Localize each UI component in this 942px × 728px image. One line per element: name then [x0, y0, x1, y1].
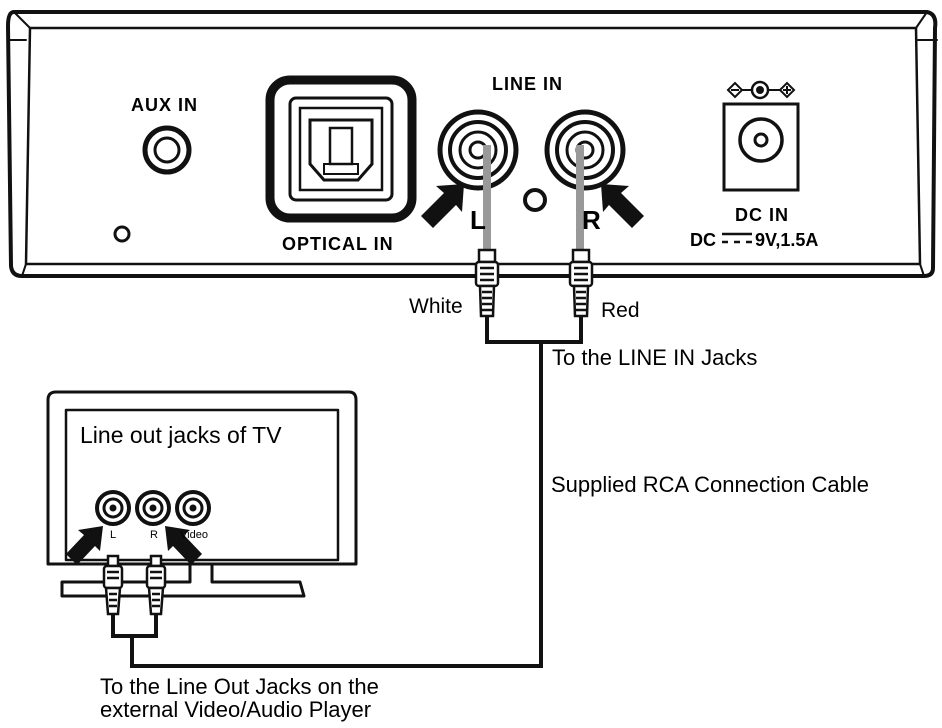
arrow-to-right-jack — [601, 184, 644, 228]
line-in-right-jack — [544, 109, 626, 191]
tv-outer-frame — [46, 390, 358, 566]
left-channel-label: L — [470, 205, 487, 235]
tv-jack-video — [175, 490, 211, 526]
tv-stand — [60, 564, 306, 598]
red-plug-label: Red — [601, 299, 640, 322]
dc-rating-prefix: DC — [690, 230, 716, 250]
line-in-label: LINE IN — [492, 74, 564, 94]
rca-plug-player-right — [145, 554, 167, 616]
dc-polarity-symbol — [726, 80, 796, 100]
tv-jack-l-label: L — [110, 529, 117, 541]
indicator-led — [113, 225, 131, 243]
tv-title: Line out jacks of TV — [80, 422, 282, 448]
dc-in-port — [722, 102, 800, 192]
tv-jack-r-label: R — [150, 529, 158, 541]
dc-rating-value: 9V,1.5A — [755, 230, 819, 250]
device-bevel-left — [7, 11, 31, 41]
to-line-in-label: To the LINE IN Jacks — [552, 345, 758, 370]
arrow-to-tv-jack-r — [165, 526, 202, 565]
line-in-left-jack — [437, 109, 519, 191]
optical-in-port — [265, 75, 417, 223]
rca-plug-player-left — [102, 554, 124, 616]
right-plug-stem — [576, 145, 584, 250]
arrow-to-tv-jack-l — [66, 526, 103, 565]
device-rear-panel — [6, 10, 938, 278]
dc-symbol — [722, 232, 752, 244]
line-in-center-screw — [523, 188, 547, 212]
dc-in-label: DC IN — [735, 205, 789, 225]
cable-label: Supplied RCA Connection Cable — [551, 472, 869, 497]
rca-plug-red — [568, 248, 594, 318]
tv-rear — [46, 390, 358, 598]
aux-in-label: AUX IN — [131, 95, 199, 115]
tv-jack-video-label: Video — [180, 529, 208, 541]
to-player-label-line2: external Video/Audio Player — [100, 697, 372, 722]
optical-in-label: OPTICAL IN — [282, 234, 394, 254]
tv-screen-area — [64, 408, 340, 562]
rca-connection-cable — [111, 316, 583, 668]
white-plug-label: White — [409, 295, 463, 318]
tv-jack-l — [95, 490, 131, 526]
aux-in-jack — [142, 125, 192, 175]
left-plug-stem — [483, 145, 491, 250]
tv-jack-r — [135, 490, 171, 526]
arrow-to-left-jack — [421, 184, 464, 228]
rca-plug-white — [474, 248, 500, 318]
device-bottom-edge — [21, 263, 925, 277]
to-player-label-line1: To the Line Out Jacks on the — [100, 674, 379, 699]
right-channel-label: R — [582, 205, 602, 235]
device-bevel-right — [915, 11, 938, 41]
